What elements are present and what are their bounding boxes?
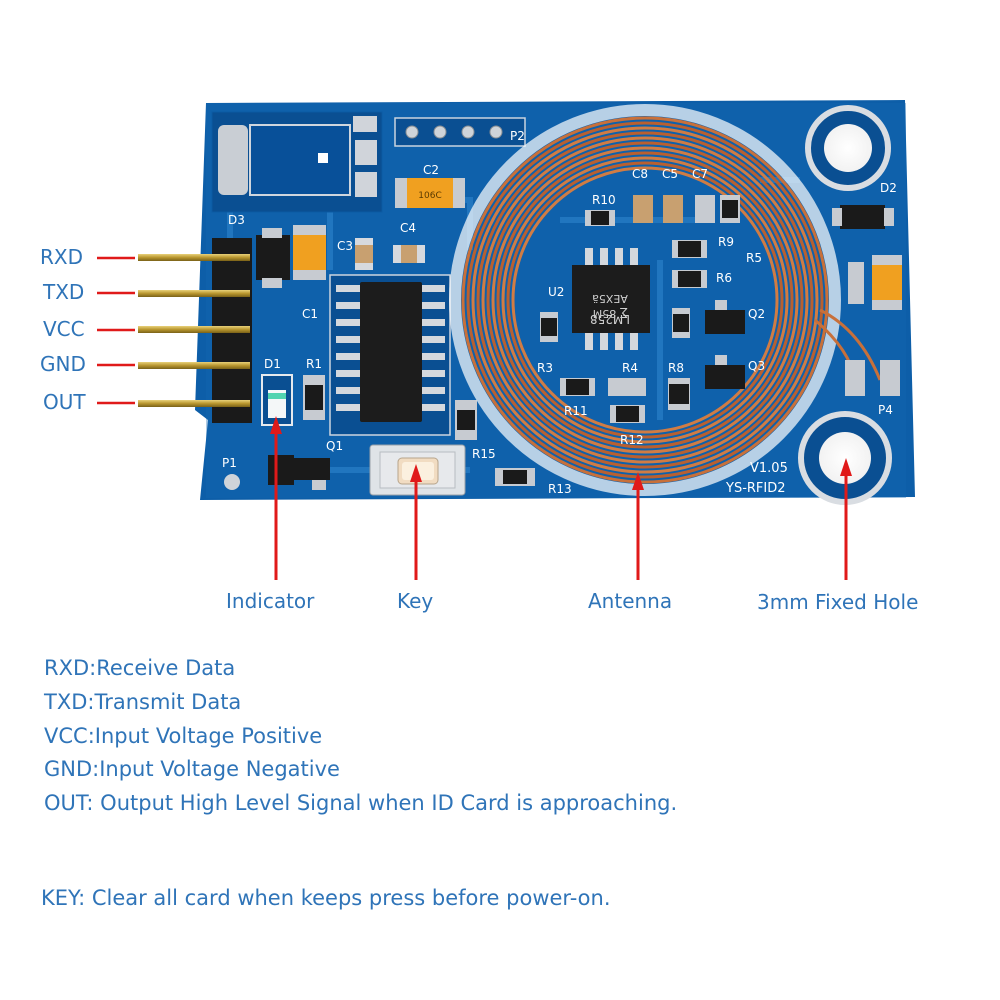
- capacitor-c4: [393, 245, 425, 263]
- silk-r10: R10: [592, 193, 616, 207]
- silk-c2: C2: [423, 163, 439, 177]
- diode-d3: [256, 228, 290, 288]
- transistor-q3: [705, 355, 745, 389]
- pin-arrows: [97, 256, 135, 405]
- silk-r11: R11: [564, 404, 588, 418]
- callout-hole: 3mm Fixed Hole: [757, 590, 919, 614]
- callout-indicator: Indicator: [226, 589, 315, 613]
- silk-r12: R12: [620, 433, 644, 447]
- silk-c7: C7: [692, 167, 708, 181]
- antenna-pads: [845, 360, 900, 396]
- resistor-r15: [455, 400, 477, 440]
- silk-d2: D2: [880, 181, 897, 195]
- callout-antenna: Antenna: [588, 589, 673, 613]
- silk-u2: U2: [548, 285, 564, 299]
- silk-c5: C5: [662, 167, 678, 181]
- chip-marking-2: ∑ 85M: [593, 307, 627, 320]
- pin-label-txd: TXD: [43, 280, 85, 304]
- silkscreen: C2 D3 C3 C4 C1 D1 R1 Q1 P1 R15 R13 P2 C8…: [222, 129, 897, 496]
- pin-label-out: OUT: [43, 390, 86, 414]
- desc-gnd: GND:Input Voltage Negative: [44, 757, 340, 781]
- silk-r3: R3: [537, 361, 553, 375]
- silk-q3: Q3: [748, 359, 765, 373]
- silk-c1: C1: [302, 307, 318, 321]
- callout-key: Key: [397, 589, 434, 613]
- arrow-antenna-head: [632, 472, 644, 490]
- pin-label-vcc: VCC: [43, 317, 85, 341]
- mounting-hole-top: [805, 105, 891, 191]
- silk-r1: R1: [306, 357, 322, 371]
- silk-p4: P4: [878, 403, 893, 417]
- chip-marking-3: LM258: [590, 312, 630, 326]
- desc-txd: TXD:Transmit Data: [44, 690, 242, 714]
- chip-marking-1: AEX5ä: [592, 292, 628, 305]
- silk-c3: C3: [337, 239, 353, 253]
- desc-rxd: RXD:Receive Data: [44, 656, 236, 680]
- callout-arrows: [270, 416, 852, 580]
- silk-p2: P2: [510, 129, 525, 143]
- silk-r4: R4: [622, 361, 638, 375]
- silk-r6: R6: [716, 271, 732, 285]
- p1-hole: [224, 474, 240, 490]
- resistor-r1: [303, 375, 325, 420]
- desc-out: OUT: Output High Level Signal when ID Ca…: [44, 791, 678, 815]
- silk-model: YS-RFID2: [725, 481, 786, 496]
- top-left-module: [211, 111, 383, 213]
- header-pins: [138, 238, 252, 423]
- silk-version: V1.05: [750, 461, 788, 476]
- transistor-q1: [268, 455, 330, 490]
- mcu-chip: [329, 274, 451, 436]
- svg-text:106C: 106C: [418, 191, 441, 201]
- indicator-led-d1: [261, 374, 293, 426]
- silk-r15: R15: [472, 447, 496, 461]
- pin-label-rxd: RXD: [40, 245, 83, 269]
- capacitor-right: [848, 255, 902, 310]
- silk-c4: C4: [400, 221, 416, 235]
- silk-r8: R8: [668, 361, 684, 375]
- silk-r5: R5: [746, 251, 762, 265]
- inner-resistors: [540, 195, 740, 423]
- silk-q1: Q1: [326, 439, 343, 453]
- key-note: KEY: Clear all card when keeps press bef…: [41, 886, 611, 910]
- silk-r13: R13: [548, 482, 572, 496]
- resistor-r13: [495, 468, 535, 486]
- arrow-key-head: [410, 464, 422, 482]
- pin-label-gnd: GND: [40, 352, 86, 376]
- silk-c8: C8: [632, 167, 648, 181]
- silk-q2: Q2: [748, 307, 765, 321]
- capacitor-c2: 106C: [395, 178, 465, 208]
- transistor-q2: [705, 300, 745, 334]
- silk-d3: D3: [228, 213, 245, 227]
- arrow-indicator-head: [270, 416, 282, 434]
- silk-p1: P1: [222, 456, 237, 470]
- opamp-chip-u2: AEX5ä ∑ 85M LM258: [572, 248, 650, 350]
- silk-r9: R9: [718, 235, 734, 249]
- arrow-hole-head: [840, 458, 852, 476]
- desc-vcc: VCC:Input Voltage Positive: [44, 724, 323, 748]
- capacitor-tantalum: [293, 225, 326, 280]
- header-p2: [394, 117, 526, 147]
- antenna-coil: [449, 104, 882, 496]
- silk-d1: D1: [264, 357, 281, 371]
- diode-d2: [832, 205, 894, 229]
- capacitor-c3: [355, 238, 373, 270]
